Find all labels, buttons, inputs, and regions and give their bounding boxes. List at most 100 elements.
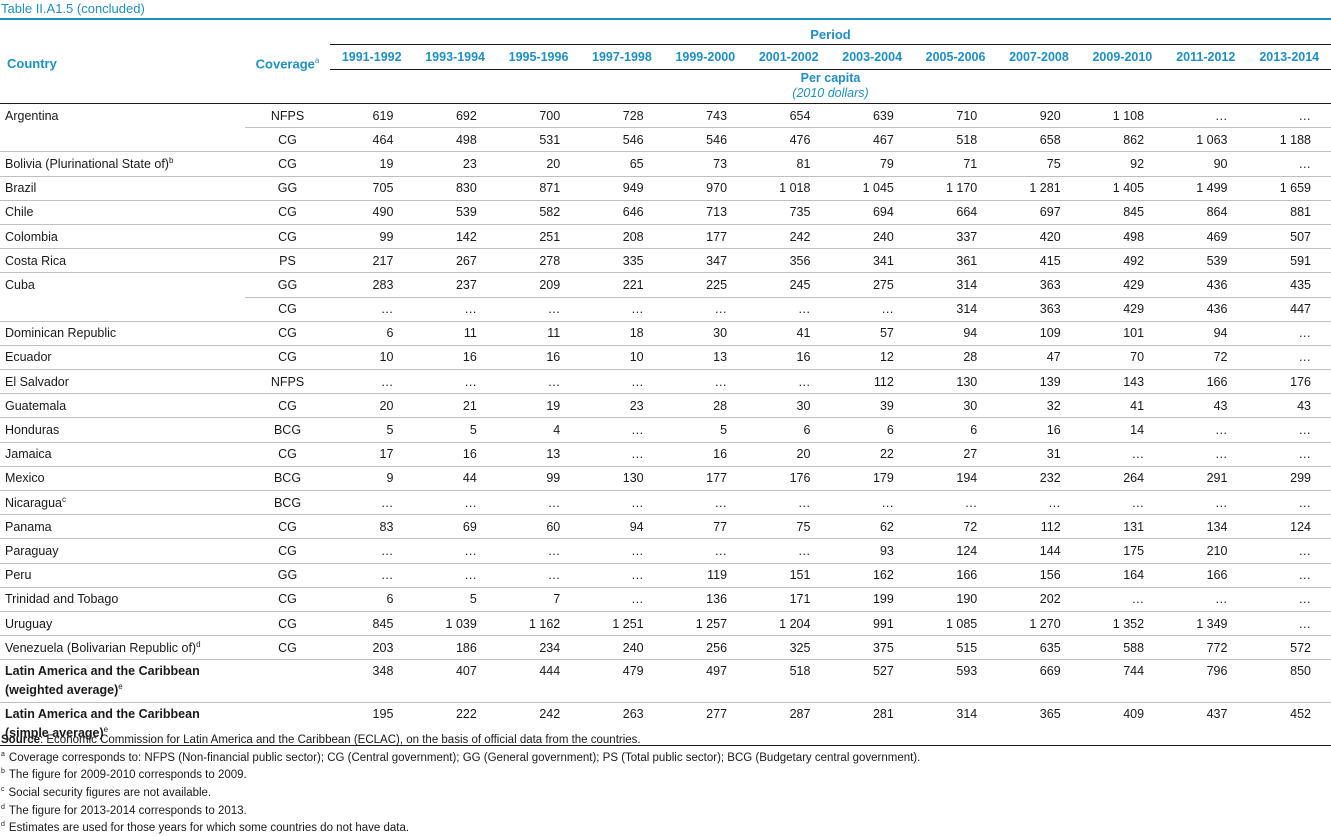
value-cell: 479 — [580, 659, 664, 704]
value-cell: 744 — [1080, 659, 1165, 704]
value-cell: … — [1080, 490, 1165, 516]
country-cell: Trinidad and Tobago — [0, 587, 245, 612]
value-cell: … — [330, 563, 414, 588]
value-cell: 476 — [747, 127, 831, 153]
value-cell: 18 — [580, 321, 664, 346]
value-cell: 199 — [830, 587, 914, 612]
coverage-header: Coveragea — [255, 55, 320, 72]
coverage-cell: PS — [245, 248, 330, 274]
value-cell: … — [1247, 151, 1331, 177]
value-cell: … — [1247, 442, 1331, 467]
value-cell: 436 — [1164, 272, 1248, 298]
year-header: 2009-2010 — [1080, 44, 1165, 70]
coverage-cell: CG — [245, 393, 330, 419]
value-cell: 166 — [1164, 369, 1248, 395]
coverage-cell: CG — [245, 514, 330, 540]
value-cell: … — [1247, 538, 1331, 564]
country-cell: Costa Rica — [0, 248, 245, 274]
source-note: Source: Economic Commission for Latin Am… — [1, 734, 641, 746]
coverage-cell: CG — [245, 587, 330, 612]
value-cell: 47 — [997, 345, 1081, 371]
value-cell: 582 — [496, 200, 581, 225]
value-cell: 1 188 — [1247, 127, 1331, 153]
value-cell: 1 405 — [1080, 176, 1165, 201]
value-cell: 217 — [330, 248, 414, 274]
value-cell: 81 — [747, 151, 831, 177]
value-cell: 920 — [997, 103, 1081, 129]
coverage-cell: CG — [245, 345, 330, 371]
value-cell: 1 204 — [747, 611, 831, 637]
value-cell: … — [1164, 490, 1248, 516]
value-cell: … — [1247, 345, 1331, 371]
value-cell: 862 — [1080, 127, 1165, 153]
value-cell: 19 — [496, 393, 581, 419]
value-cell: 175 — [1080, 538, 1165, 564]
coverage-cell: CG — [245, 224, 330, 250]
value-cell: 435 — [1247, 272, 1331, 298]
value-cell: 176 — [747, 466, 831, 492]
average-label: Latin America and the Caribbean(simple a… — [0, 702, 245, 747]
value-cell: … — [913, 490, 998, 516]
value-cell: 407 — [413, 659, 497, 704]
year-header: 1993-1994 — [413, 44, 497, 70]
value-cell: 546 — [580, 127, 664, 153]
value-cell: 1 659 — [1247, 176, 1331, 201]
value-cell: … — [580, 563, 664, 588]
value-cell: 139 — [997, 369, 1081, 395]
value-cell: 1 349 — [1164, 611, 1248, 637]
value-cell: … — [496, 369, 581, 395]
value-cell: 234 — [496, 635, 581, 661]
value-cell: 43 — [1247, 393, 1331, 419]
value-cell: 527 — [830, 659, 914, 704]
value-cell: 16 — [747, 345, 831, 371]
value-cell: 363 — [997, 272, 1081, 298]
value-cell: 337 — [913, 224, 998, 250]
value-cell: 22 — [830, 442, 914, 467]
value-cell: 1 499 — [1164, 176, 1248, 201]
value-cell: 16 — [413, 345, 497, 371]
value-cell: 60 — [496, 514, 581, 540]
value-cell: 507 — [1247, 224, 1331, 250]
value-cell: 94 — [580, 514, 664, 540]
country-cell: Bolivia (Plurinational State of)b — [0, 151, 245, 177]
value-cell: 65 — [580, 151, 664, 177]
value-cell: 10 — [580, 345, 664, 371]
value-cell: 278 — [496, 248, 581, 274]
coverage-cell: GG — [245, 176, 330, 201]
value-cell: 11 — [413, 321, 497, 346]
value-cell: … — [1247, 611, 1331, 637]
value-cell: 237 — [413, 272, 497, 298]
value-cell: 275 — [830, 272, 914, 298]
year-header: 2001-2002 — [747, 44, 831, 70]
value-cell: 881 — [1247, 200, 1331, 225]
value-cell: 195 — [330, 702, 414, 747]
value-cell: 242 — [747, 224, 831, 250]
country-cell: Dominican Republic — [0, 321, 245, 346]
value-cell: 124 — [1247, 514, 1331, 540]
year-header: 2013-2014 — [1247, 44, 1331, 70]
value-cell: 30 — [747, 393, 831, 419]
value-cell: 639 — [830, 103, 914, 129]
value-cell: 94 — [913, 321, 998, 346]
value-cell: 6 — [747, 417, 831, 443]
value-cell: 700 — [496, 103, 581, 129]
value-cell: 43 — [1164, 393, 1248, 419]
value-cell: 713 — [663, 200, 748, 225]
value-cell: 1 018 — [747, 176, 831, 201]
value-cell: 57 — [830, 321, 914, 346]
value-cell: 251 — [496, 224, 581, 250]
value-cell: 7 — [496, 587, 581, 612]
table-notes: Source: Economic Commission for Latin Am… — [1, 733, 920, 836]
value-cell: 16 — [997, 417, 1081, 443]
value-cell: 16 — [413, 442, 497, 467]
value-cell: 6 — [913, 417, 998, 443]
country-cell: Venezuela (Bolivarian Republic of)d — [0, 635, 245, 661]
